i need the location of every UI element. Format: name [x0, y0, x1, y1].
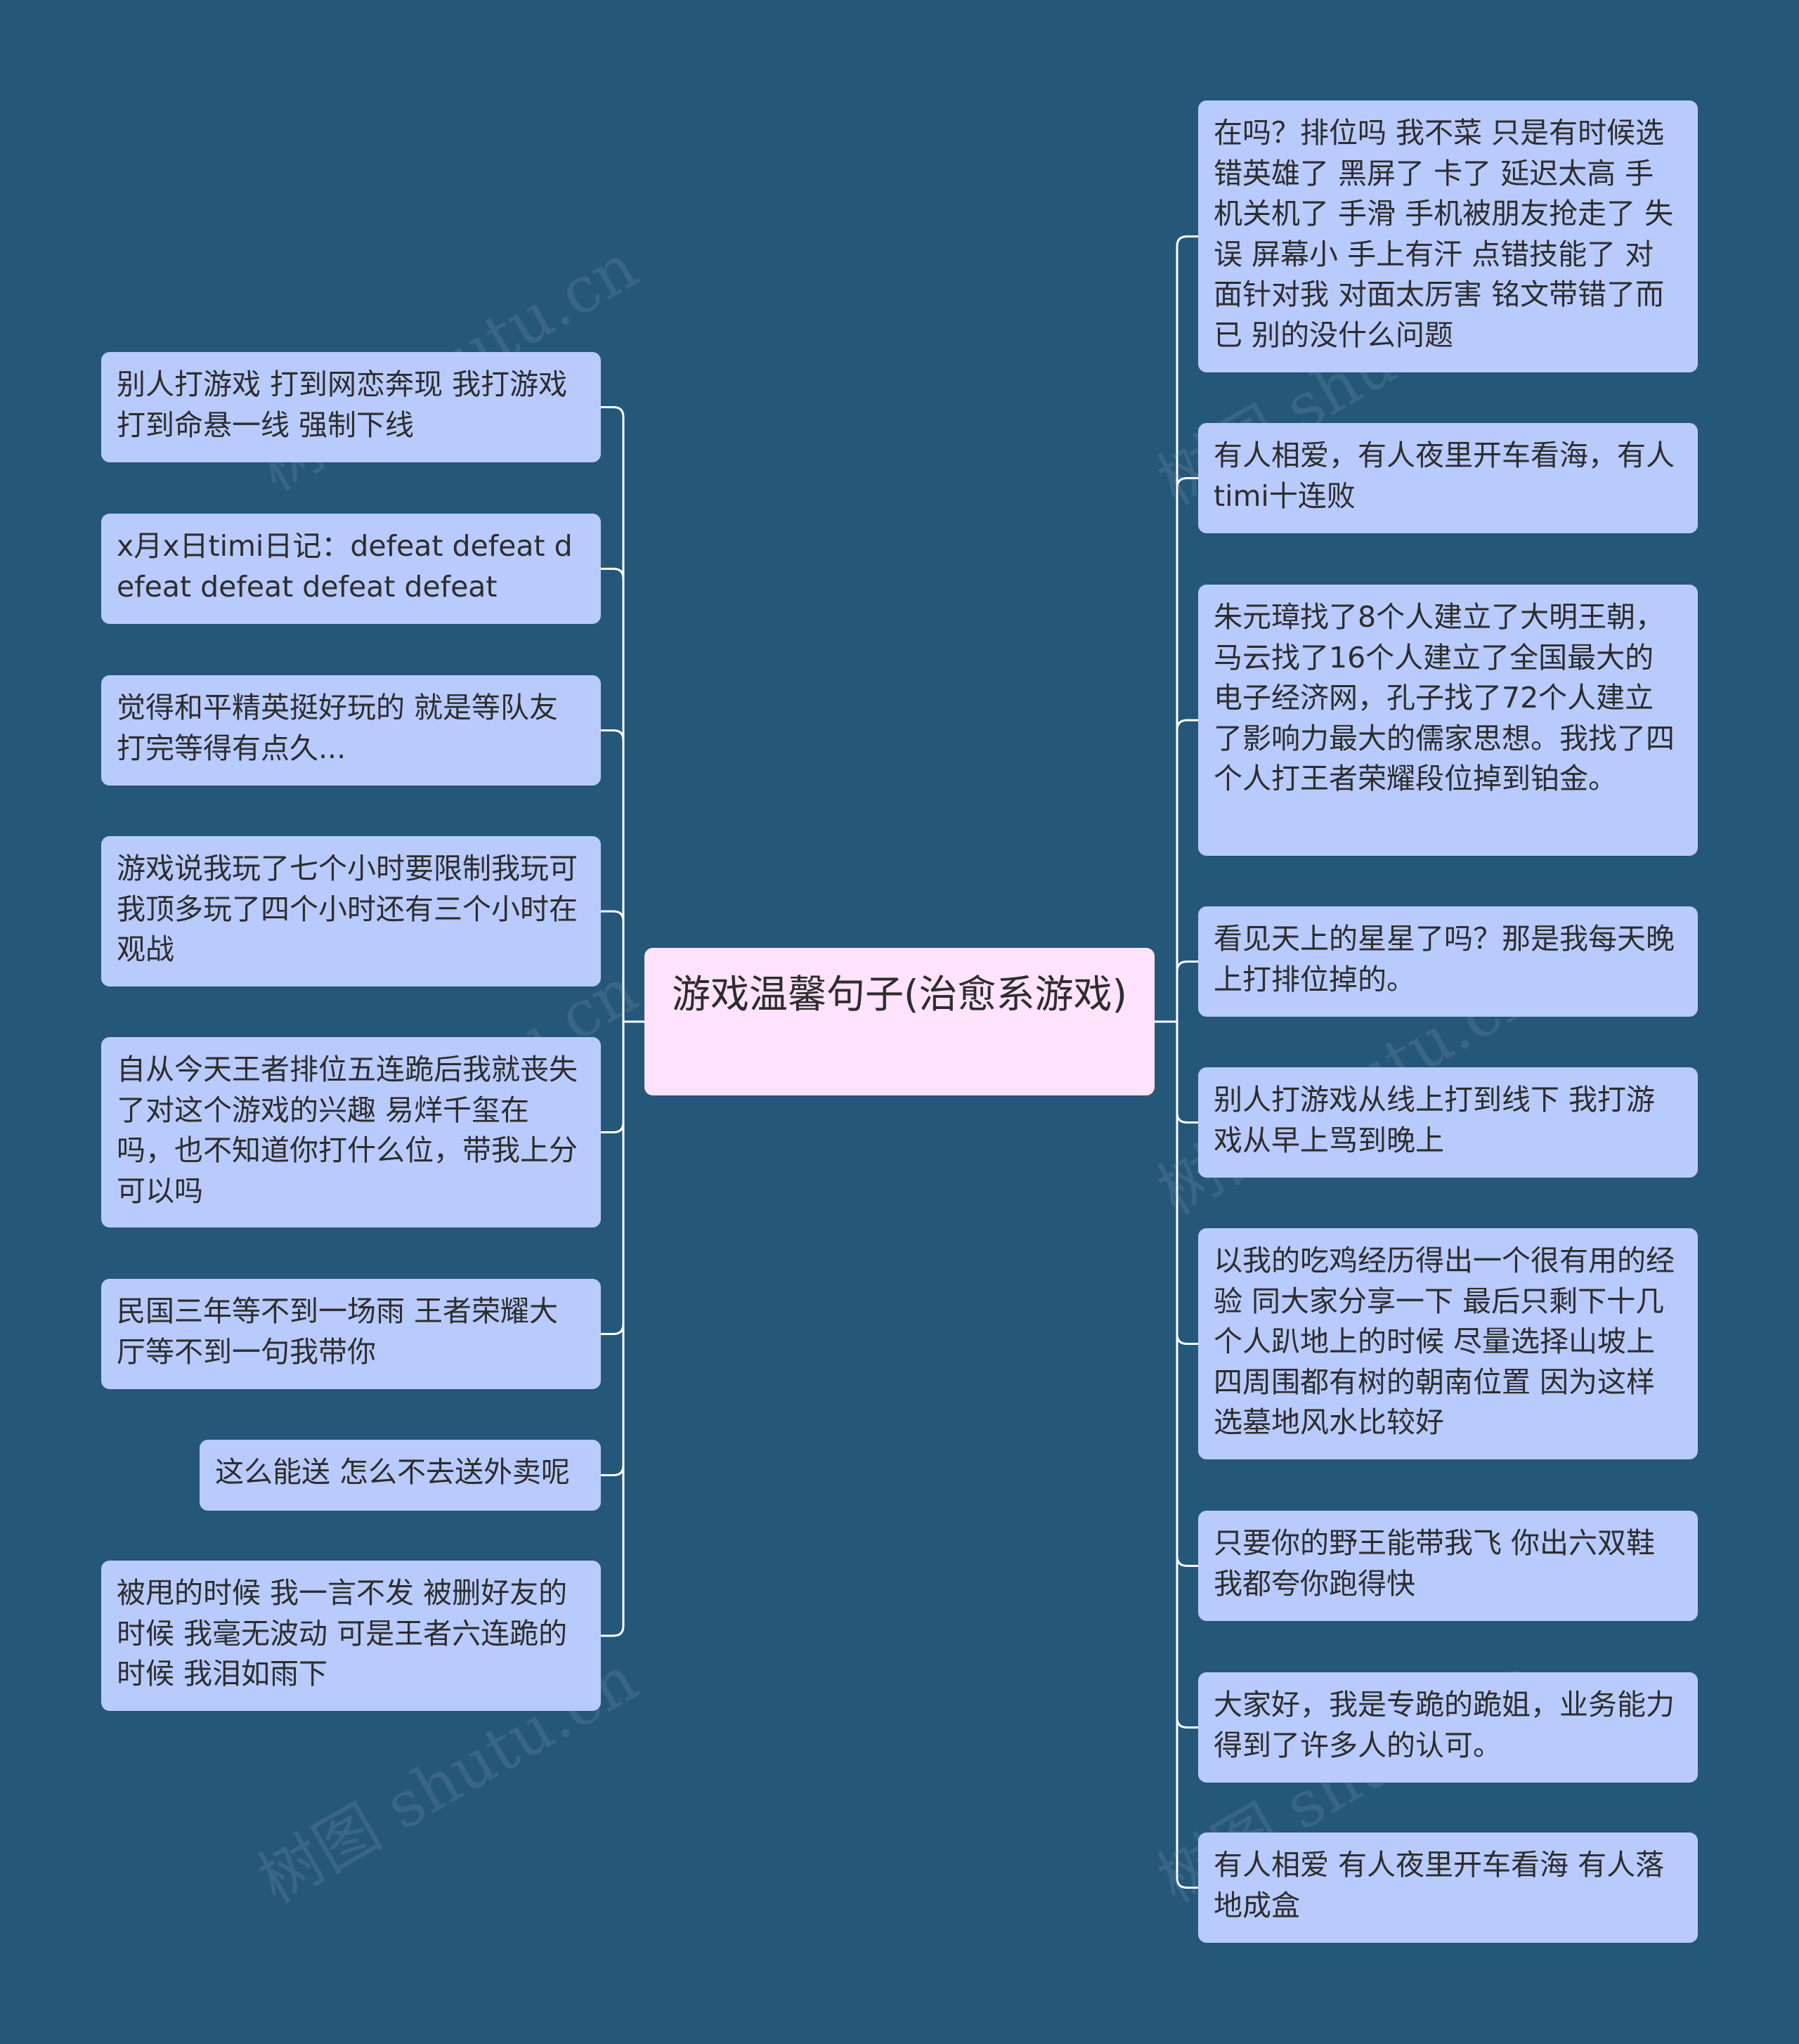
left-node-5[interactable]: 自从今天王者排位五连跪后我就丧失了对这个游戏的兴趣 易烊千玺在吗，也不知道你打什… [101, 1037, 601, 1228]
right-node-6[interactable]: 以我的吃鸡经历得出一个很有用的经验 同大家分享一下 最后只剩下十几个人趴地上的时… [1198, 1228, 1698, 1459]
right-node-branch-5 [1176, 1112, 1198, 1124]
right-node-8[interactable]: 大家好，我是专跪的跪姐，业务能力得到了许多人的认可。 [1198, 1672, 1698, 1783]
left-node-1[interactable]: 别人打游戏 打到网恋奔现 我打游戏 打到命悬一线 强制下线 [101, 352, 601, 462]
left-node-branch-8 [601, 1625, 625, 1637]
right-node-9[interactable]: 有人相爱 有人夜里开车看海 有人落地成盒 [1198, 1833, 1698, 1943]
left-node-branch-6 [601, 1324, 625, 1335]
left-node-branch-5 [601, 1122, 625, 1133]
right-node-4[interactable]: 看见天上的星星了吗？那是我每天晚上打排位掉的。 [1198, 906, 1698, 1017]
right-node-7[interactable]: 只要你的野王能带我飞 你出六双鞋我都夸你跑得快 [1198, 1511, 1698, 1621]
central-topic[interactable]: 游戏温馨句子(治愈系游戏) [644, 948, 1155, 1095]
right-node-1[interactable]: 在吗？排位吗 我不菜 只是有时候选错英雄了 黑屏了 卡了 延迟太高 手机关机了 … [1198, 100, 1698, 372]
left-node-4[interactable]: 游戏说我玩了七个小时要限制我玩可我顶多玩了四个小时还有三个小时在观战 [101, 836, 601, 987]
left-node-8[interactable]: 被甩的时候 我一言不发 被删好友的时候 我毫无波动 可是王者六连跪的时候 我泪如… [101, 1561, 601, 1711]
right-node-branch-8 [1176, 1717, 1198, 1729]
left-node-branch-7 [601, 1465, 625, 1476]
left-node-branch-4 [601, 910, 625, 922]
right-node-2[interactable]: 有人相爱，有人夜里开车看海，有人timi十连败 [1198, 423, 1698, 533]
right-node-3[interactable]: 朱元璋找了8个人建立了大明王朝，马云找了16个人建立了全国最大的电子经济网，孔子… [1198, 585, 1698, 856]
left-node-3[interactable]: 觉得和平精英挺好玩的 就是等队友打完等得有点久... [101, 675, 601, 786]
right-node-branch-9 [1176, 1877, 1198, 1889]
right-node-branch-4 [1176, 961, 1198, 972]
right-node-5[interactable]: 别人打游戏从线上打到线下 我打游戏从早上骂到晚上 [1198, 1067, 1698, 1178]
left-node-branch-2 [601, 568, 625, 579]
left-node-6[interactable]: 民国三年等不到一场雨 王者荣耀大厅等不到一句我带你 [101, 1279, 601, 1389]
right-node-branch-7 [1176, 1556, 1198, 1567]
right-node-branch-6 [1176, 1334, 1198, 1345]
right-node-branch-3 [1176, 719, 1198, 731]
left-node-2[interactable]: x月x日timi日记：defeat defeat defeat defeat d… [101, 514, 601, 624]
right-node-branch-2 [1176, 477, 1198, 488]
left-node-branch-1 [601, 406, 625, 417]
left-node-7[interactable]: 这么能送 怎么不去送外卖呢 [200, 1440, 601, 1511]
right-node-branch-1 [1176, 235, 1198, 247]
left-node-branch-3 [601, 729, 625, 741]
